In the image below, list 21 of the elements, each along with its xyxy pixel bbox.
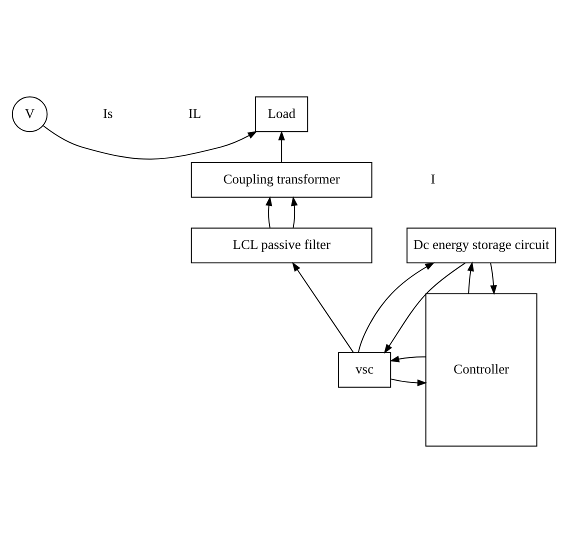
arrow (490, 262, 497, 295)
node-box: Load (255, 96, 308, 132)
node-box: Dc energy storage circuit (406, 228, 556, 264)
arrow (467, 262, 474, 294)
arrow (390, 356, 426, 362)
node-circle: V (12, 96, 48, 132)
label: IL (188, 106, 202, 121)
label: I (430, 171, 436, 186)
arrow (292, 262, 354, 353)
node-box: LCL passive filter (190, 228, 372, 264)
arrow (384, 262, 466, 354)
arrow (390, 378, 428, 386)
node-box: vsc (338, 352, 392, 388)
arrow (291, 196, 298, 228)
node-box: Controller (425, 293, 538, 447)
arrow (265, 196, 272, 228)
arrow (358, 262, 435, 354)
node-box: Coupling transformer (190, 162, 372, 198)
arrow (278, 130, 285, 163)
arrow (42, 125, 258, 160)
label: Is (103, 106, 113, 121)
